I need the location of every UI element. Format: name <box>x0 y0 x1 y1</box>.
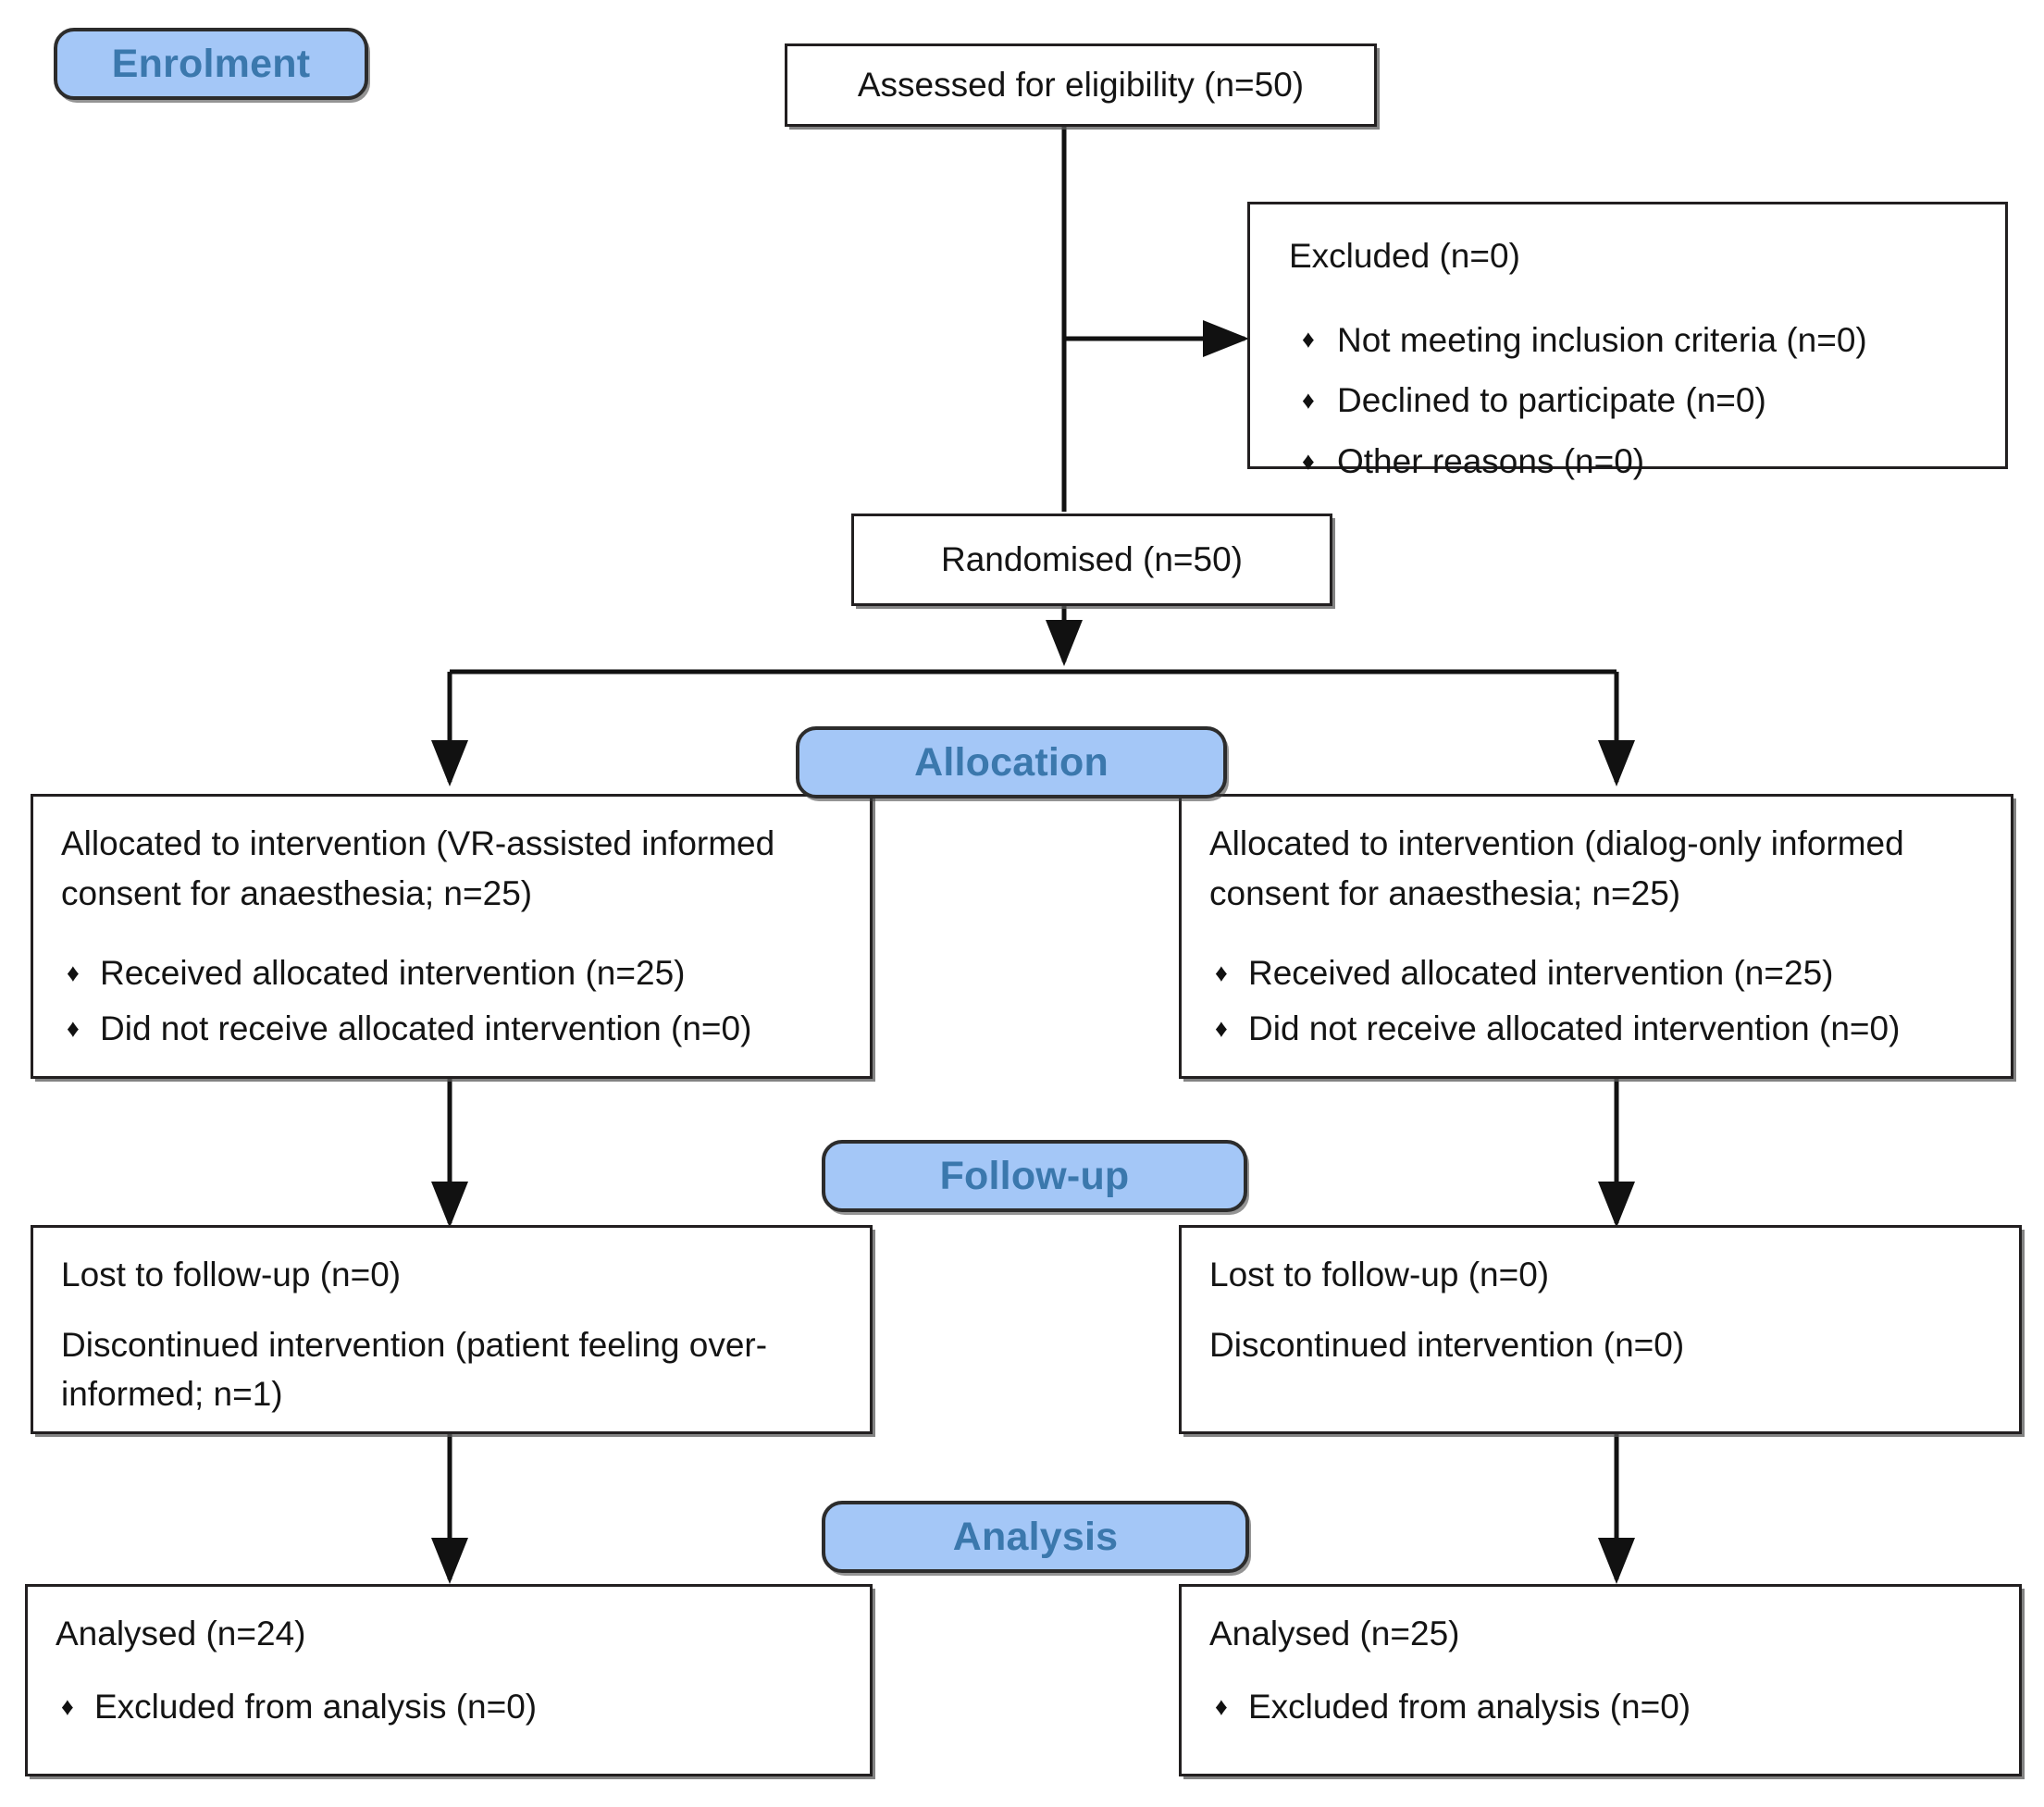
allocation-left-list: ♦ Received allocated intervention (n=25)… <box>61 946 849 1057</box>
box-followup-right: Lost to follow-up (n=0) Discontinued int… <box>1179 1225 2022 1434</box>
stage-banner-analysis-label: Analysis <box>952 1514 1119 1559</box>
spacer <box>61 1300 849 1320</box>
list-item: ♦ Not meeting inclusion criteria (n=0) <box>1289 310 1983 371</box>
allocation-left-title: Allocated to intervention (VR-assisted i… <box>61 824 785 912</box>
box-excluded: Excluded (n=0) ♦ Not meeting inclusion c… <box>1247 202 2008 480</box>
analysis-left-item-label: Excluded from analysis (n=0) <box>94 1687 538 1726</box>
list-item: ♦ Received allocated intervention (n=25) <box>1209 946 1990 1001</box>
box-allocation-right: Allocated to intervention (dialog-only i… <box>1179 794 2013 1079</box>
list-item: ♦ Declined to participate (n=0) <box>1289 370 1983 431</box>
assessed-label: Assessed for eligibility (n=50) <box>857 66 1305 105</box>
bullet-icon: ♦ <box>1215 1014 1228 1043</box>
bullet-icon: ♦ <box>1302 386 1315 415</box>
excluded-reason-label: Not meeting inclusion criteria (n=0) <box>1337 320 1867 359</box>
stage-banner-allocation: Allocation <box>796 726 1227 798</box>
bullet-icon: ♦ <box>1215 1692 1228 1721</box>
allocation-left-item-label: Received allocated intervention (n=25) <box>100 954 686 993</box>
spacer <box>1209 1659 1999 1679</box>
stage-banner-analysis: Analysis <box>822 1501 1249 1573</box>
stage-banner-followup: Follow-up <box>822 1140 1247 1212</box>
bullet-icon: ♦ <box>61 1692 74 1721</box>
analysis-right-analysed: Analysed (n=25) <box>1209 1615 1460 1652</box>
allocation-right-list: ♦ Received allocated intervention (n=25)… <box>1209 946 1990 1057</box>
spacer <box>61 918 849 946</box>
followup-right-lost: Lost to follow-up (n=0) <box>1209 1256 1550 1293</box>
list-item: ♦ Excluded from analysis (n=0) <box>56 1679 849 1735</box>
stage-banner-enrolment-label: Enrolment <box>111 41 311 86</box>
spacer <box>1289 282 1983 310</box>
bullet-icon: ♦ <box>1302 325 1315 353</box>
list-item: ♦ Other reasons (n=0) <box>1289 431 1983 492</box>
stage-banner-allocation-label: Allocation <box>914 739 1109 785</box>
allocation-right-item-label: Did not receive allocated intervention (… <box>1248 1009 1901 1048</box>
bullet-icon: ♦ <box>67 1014 80 1043</box>
followup-left-lost: Lost to follow-up (n=0) <box>61 1256 402 1293</box>
list-item: ♦ Received allocated intervention (n=25) <box>61 946 849 1001</box>
spacer <box>1209 1300 1999 1320</box>
analysis-right-list: ♦ Excluded from analysis (n=0) <box>1209 1679 1999 1735</box>
allocation-left-item-label: Did not receive allocated intervention (… <box>100 1009 752 1048</box>
bullet-icon: ♦ <box>1302 447 1315 476</box>
analysis-right-item-label: Excluded from analysis (n=0) <box>1248 1687 1691 1726</box>
bullet-icon: ♦ <box>67 959 80 987</box>
list-item: ♦ Did not receive allocated intervention… <box>1209 1001 1990 1057</box>
excluded-title: Excluded (n=0) <box>1289 237 1520 275</box>
box-allocation-left: Allocated to intervention (VR-assisted i… <box>31 794 873 1079</box>
bullet-icon: ♦ <box>1215 959 1228 987</box>
box-assessed-for-eligibility: Assessed for eligibility (n=50) <box>785 43 1377 127</box>
excluded-reasons-list: ♦ Not meeting inclusion criteria (n=0) ♦… <box>1289 310 1983 493</box>
list-item: ♦ Excluded from analysis (n=0) <box>1209 1679 1999 1735</box>
allocation-right-title: Allocated to intervention (dialog-only i… <box>1209 824 1914 912</box>
stage-banner-enrolment: Enrolment <box>54 28 368 100</box>
excluded-reason-label: Other reasons (n=0) <box>1337 442 1645 481</box>
allocation-right-item-label: Received allocated intervention (n=25) <box>1248 954 1834 993</box>
box-randomised: Randomised (n=50) <box>851 514 1332 606</box>
analysis-left-list: ♦ Excluded from analysis (n=0) <box>56 1679 849 1735</box>
stage-banner-followup-label: Follow-up <box>939 1153 1130 1198</box>
followup-right-discontinued: Discontinued intervention (n=0) <box>1209 1325 1685 1364</box>
list-item: ♦ Did not receive allocated intervention… <box>61 1001 849 1057</box>
randomised-label: Randomised (n=50) <box>941 540 1243 579</box>
spacer <box>56 1659 849 1679</box>
box-analysis-left: Analysed (n=24) ♦ Excluded from analysis… <box>25 1584 873 1776</box>
followup-left-discontinued: Discontinued intervention (patient feeli… <box>61 1325 768 1414</box>
box-analysis-right: Analysed (n=25) ♦ Excluded from analysis… <box>1179 1584 2022 1776</box>
excluded-reason-label: Declined to participate (n=0) <box>1337 381 1766 420</box>
box-followup-left: Lost to follow-up (n=0) Discontinued int… <box>31 1225 873 1434</box>
spacer <box>1209 918 1990 946</box>
analysis-left-analysed: Analysed (n=24) <box>56 1615 306 1652</box>
